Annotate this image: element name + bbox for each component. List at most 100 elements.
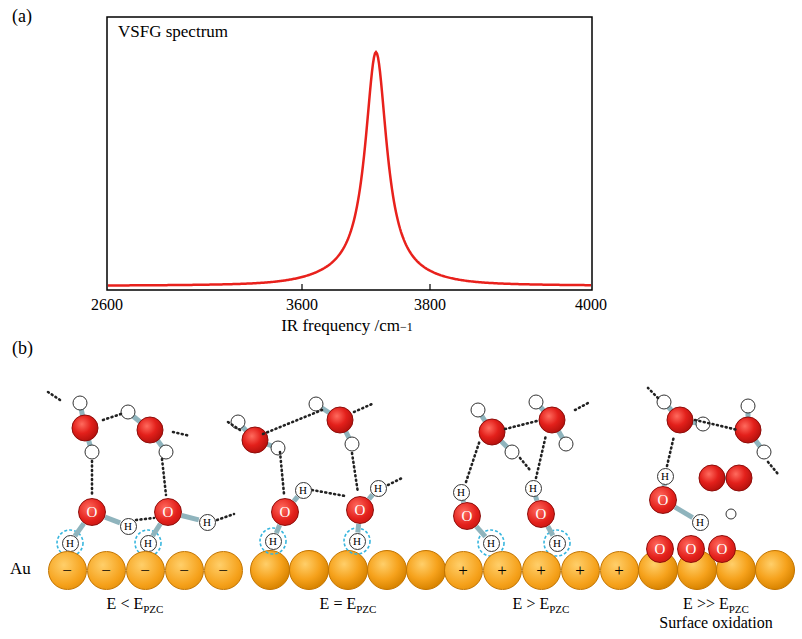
plot-title: VSFG spectrum (118, 22, 228, 41)
hydrogen-bond (173, 432, 190, 436)
hydrogen-bond (466, 440, 480, 482)
atom-symbol: H (124, 521, 132, 532)
subscript: PZC (356, 603, 376, 615)
element-label: Au (10, 559, 31, 578)
element-label-line: Au (10, 559, 31, 579)
atom-symbol: O (658, 493, 669, 508)
panel-letter-line: (b) (12, 338, 33, 359)
spectrum-curve (108, 52, 591, 285)
tick (429, 284, 430, 290)
hydrogen-bond (263, 410, 322, 434)
subscript: PZC (143, 603, 163, 615)
oxygen-atom: O (677, 535, 705, 563)
potential-caption: E >> E (683, 595, 729, 612)
plot-frame (107, 17, 592, 290)
potential-caption: E < E (107, 595, 144, 612)
hydrogen-atom: H (483, 535, 500, 552)
oxygen-atom: O (271, 498, 299, 526)
oxygen-atom: O (154, 498, 182, 526)
gold-atom: + (600, 551, 639, 590)
hydrogen-atom (121, 405, 135, 419)
atom-symbol: H (299, 485, 307, 496)
oxygen-atom (137, 417, 163, 443)
atom-symbol: − (179, 562, 189, 579)
atom-symbol: H (661, 471, 669, 482)
hydrogen-atom: H (265, 533, 282, 550)
superscript: −1 (400, 320, 413, 334)
atom-symbol: − (101, 562, 111, 579)
hydrogen-atom (345, 437, 359, 451)
oxygen-atom (726, 465, 752, 491)
oh-bond (355, 524, 361, 533)
hydrogen-bond (695, 420, 738, 430)
subscript: PZC (729, 603, 749, 615)
atom-symbol: + (575, 562, 585, 579)
potential-caption: E > E (513, 595, 550, 612)
hydrogen-bond (667, 436, 674, 466)
hydrogen-bonds (48, 388, 778, 520)
gold-atom: + (483, 551, 522, 590)
hydrogen-bond (217, 514, 234, 520)
atom-symbol: H (457, 487, 465, 498)
atom-symbol: H (529, 483, 537, 494)
oxygen-atom (539, 407, 565, 433)
atom-symbol: O (163, 505, 174, 520)
hydrogen-bond (536, 435, 546, 478)
oh-bond (75, 523, 84, 536)
atom-symbol: O (355, 503, 366, 518)
plot-title-line: VSFG spectrum (118, 22, 228, 42)
hydrogen-bond (136, 518, 154, 520)
hydrogen-atom (657, 395, 671, 409)
panel-letter: (b) (12, 338, 33, 358)
hydrogen-atom: H (525, 480, 542, 497)
atom-symbol: H (374, 483, 382, 494)
gold-atom (251, 551, 290, 590)
gold-atom (407, 551, 446, 590)
caption-note: Surface oxidation (659, 614, 772, 631)
oh-bond (153, 524, 161, 536)
hydrogen-atom (73, 396, 87, 410)
potential-caption: E = E (320, 595, 357, 612)
hydrogen-bond (280, 452, 284, 494)
hydrogen-atom (159, 445, 173, 459)
hydrogen-bond (162, 459, 166, 495)
gold-atom (368, 551, 407, 590)
atom-symbol: H (66, 538, 74, 549)
atom-symbol: H (696, 517, 704, 528)
oh-bond (675, 507, 693, 518)
hydrogen-atom: H (692, 514, 709, 531)
hydrogen-atom: H (120, 518, 137, 535)
gold-atom: − (48, 551, 87, 590)
oxygen-atom: O (453, 502, 481, 530)
atom-symbol: H (269, 536, 277, 547)
hydrogen-bond (312, 490, 345, 496)
oxygen-atom: O (649, 486, 677, 514)
caption-note-line: Surface oxidation (659, 614, 772, 632)
tick-label: 3600 (286, 296, 318, 313)
hydrogen-atom (85, 445, 99, 459)
tick-label: 2600 (91, 296, 123, 313)
hydrogen-atom: H (453, 484, 470, 501)
atom-symbol: H (144, 538, 152, 549)
hydrogen-atom: H (140, 535, 157, 552)
hydrogen-bond (103, 414, 121, 420)
hydrogen-atom (757, 445, 771, 459)
hydrogen-atom (471, 403, 485, 417)
atom-symbol: − (140, 562, 150, 579)
gold-atom: − (165, 551, 204, 590)
atom-symbol: H (487, 538, 495, 549)
hydrogen-atom: H (199, 514, 216, 531)
proton (726, 509, 736, 519)
hydrogen-bond (48, 392, 60, 400)
hydrogen-atom: H (62, 535, 79, 552)
hydrogen-atom: H (349, 533, 366, 550)
atom-symbol: + (497, 562, 507, 579)
hydrogen-atom (741, 399, 755, 413)
tick-label-line: 3800 (414, 296, 446, 314)
atom-symbol: H (353, 536, 361, 547)
hydrogen-atom: H (549, 535, 566, 552)
hydrogen-bond (354, 404, 372, 412)
oh-bond (276, 525, 279, 533)
potential-caption-line: E < EPZC (107, 595, 164, 616)
tick-label-line: 3600 (286, 296, 318, 314)
